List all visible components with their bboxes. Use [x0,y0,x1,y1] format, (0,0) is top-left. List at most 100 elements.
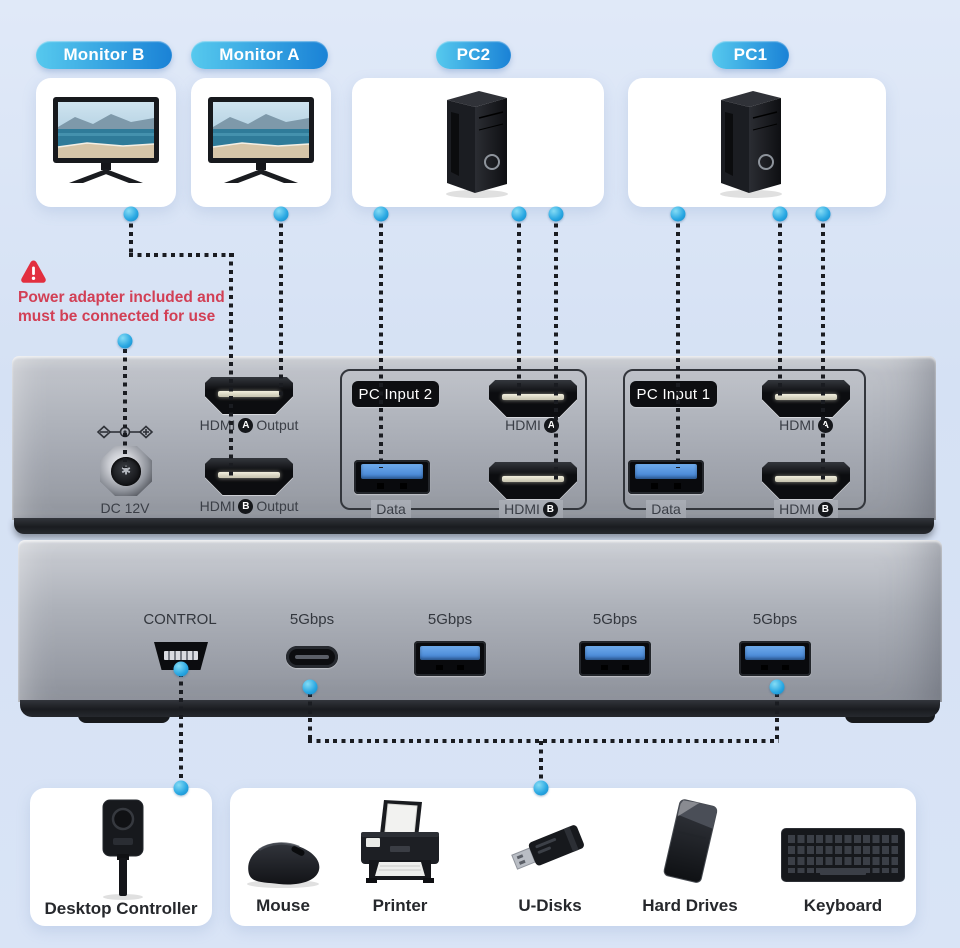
desktop-controller-image [102,799,144,900]
line-pc2-data [379,215,383,468]
keyboard-image [781,828,905,882]
control-label: CONTROL [143,611,217,628]
line-pc2-hdmi-a [517,215,521,400]
u-disk-image [511,825,584,870]
bottom-unit-base [20,700,940,717]
dot-control-port [173,661,189,677]
letter-b-badge: B [817,501,833,517]
line-dc-power [123,349,127,468]
mouse-label: Mouse [256,896,310,915]
pc1-hdmi-b-label: HDMI B [756,500,856,518]
hdmi-a-output-label: HDMI A Output [189,416,309,434]
keyboard-label: Keyboard [803,896,883,915]
usbc-speed-label: 5Gbps [289,611,335,628]
line-monitor-b-v1 [129,215,133,256]
pc1-tower-image [720,91,782,198]
pc1-hdmi-b-port [762,462,850,499]
pc2-tower-image [446,91,508,198]
usba1-speed-label: 5Gbps [427,611,473,628]
hdmi-b-output-label: HDMI B Output [189,497,309,515]
dc-12v-label: DC 12V [85,499,165,517]
hdmi-text: HDMI [199,417,236,433]
letter-b-badge: B [542,501,558,517]
hdmi-text: HDMI [504,501,540,517]
usb-c-port [286,646,338,668]
hdmi-text: HDMI [779,417,815,433]
pc1-hdmi-a-port [762,380,850,417]
letter-b-badge: B [238,498,254,514]
pc2-hdmi-a-port [489,380,577,417]
monitor-b-image [53,97,159,183]
usb-a-port-1 [414,641,486,676]
dot-peripherals-card [533,780,549,796]
badge-monitor-b: Monitor B [36,41,172,69]
dc-12v-text: DC 12V [100,500,150,516]
mouse-image [247,842,320,888]
data-text: Data [376,501,406,517]
line-pc2-hdmi-b [554,215,558,481]
pc2-data-usb-port [354,460,430,494]
warning-line-1: Power adapter included and [18,289,225,306]
hdmi-a-output-port [205,377,293,414]
data-text: Data [651,501,681,517]
line-usba3-down [775,693,779,741]
pc2-hdmi-b-label: HDMI B [481,500,581,518]
output-text: Output [256,417,299,433]
line-pc1-hdmi-a [778,215,782,400]
pc-input-1-badge: PC Input 1 [630,381,717,407]
badge-pc1: PC1 [712,41,789,69]
dot-usba3-port [769,679,785,695]
line-usb-merge [308,739,779,743]
pc2-data-label: Data [356,500,426,518]
dot-pc1-data [670,206,686,222]
pc2-hdmi-a-label: HDMI A [482,416,582,434]
pc-input-1-group [623,369,866,510]
printer-image [361,800,439,883]
line-pc1-data [676,215,680,468]
pc-input-2-group [340,369,587,510]
warning-icon [21,260,46,283]
hdmi-text: HDMI [505,417,541,433]
printer-label: Printer [372,896,428,915]
keyboard-spacebar [820,868,866,875]
dot-usbc-port [302,679,318,695]
power-warning-text: Power adapter included and must be conne… [18,288,258,326]
pc2-hdmi-b-port [489,462,577,499]
dot-pc1-hdmi-b [815,206,831,222]
dot-monitor-a [273,206,289,222]
hdmi-text: HDMI [199,498,236,514]
hdmi-text: HDMI [779,501,815,517]
warning-line-2: must be connected for use [18,308,216,325]
u-disks-label: U-Disks [518,896,582,915]
usb-a-port-2 [579,641,651,676]
letter-a-badge: A [238,417,254,433]
badge-pc2: PC2 [436,41,511,69]
usb-a-port-3 [739,641,811,676]
line-control [179,673,183,785]
pc1-hdmi-a-label: HDMI A [756,416,856,434]
line-monitor-a [279,215,283,399]
hard-drives-label: Hard Drives [642,896,738,915]
hdmi-b-output-port [205,458,293,495]
badge-monitor-a: Monitor A [191,41,328,69]
dot-pc2-hdmi-a [511,206,527,222]
dot-pc2-data [373,206,389,222]
usba3-speed-label: 5Gbps [752,611,798,628]
top-unit-base [14,518,934,534]
line-monitor-b-h [129,253,234,257]
dot-pc2-hdmi-b [548,206,564,222]
line-monitor-b-v2 [229,253,233,476]
hard-drive-image [663,799,718,883]
dot-controller-card [173,780,189,796]
pc1-data-label: Data [631,500,701,518]
dot-pc1-hdmi-a [772,206,788,222]
monitor-a-image [208,97,314,183]
line-usbc-down [308,693,312,741]
output-text: Output [256,498,299,514]
pc-input-2-badge: PC Input 2 [352,381,439,407]
desktop-controller-label: Desktop Controller [44,899,198,918]
line-pc1-hdmi-b [821,215,825,481]
keyboard-keys [788,835,898,873]
usba2-speed-label: 5Gbps [592,611,638,628]
